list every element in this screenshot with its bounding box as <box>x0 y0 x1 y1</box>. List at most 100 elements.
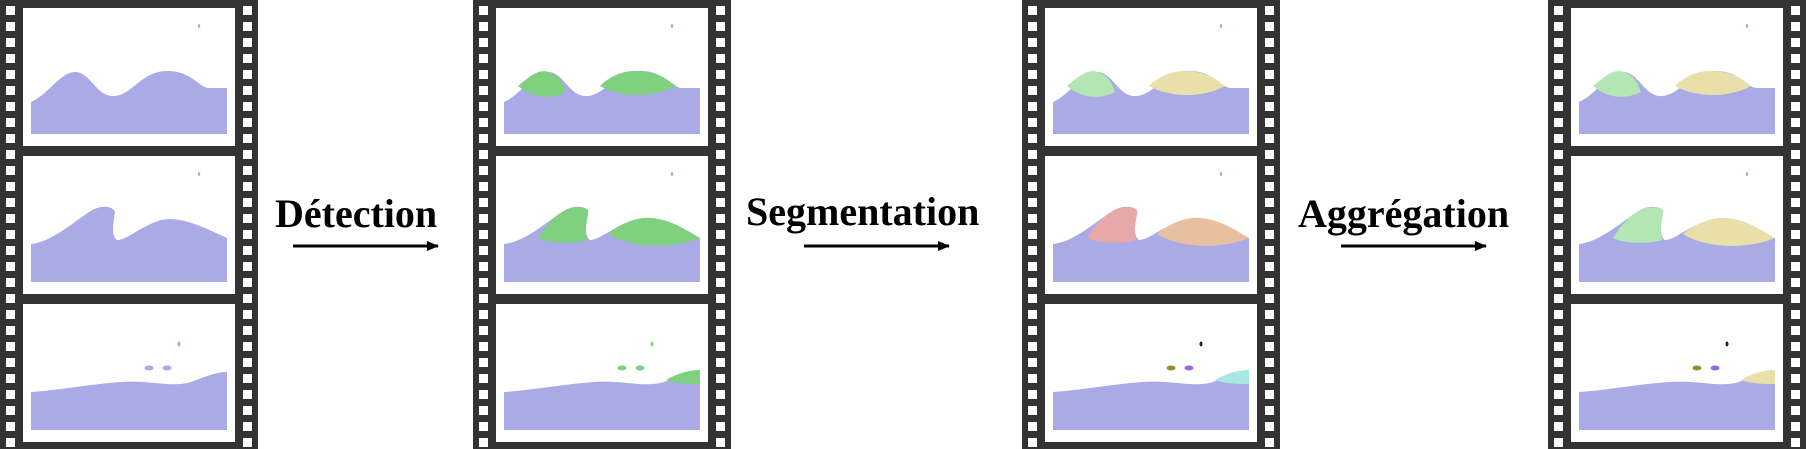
sprocket-hole <box>479 182 488 191</box>
sprocket-hole <box>243 54 252 63</box>
sprocket-hole <box>716 438 725 447</box>
segmentation-label: Segmentation <box>746 189 980 234</box>
sprocket-hole <box>716 70 725 79</box>
sprocket-hole <box>1554 214 1563 223</box>
sprocket-hole <box>6 374 15 383</box>
sprocket-hole <box>479 358 488 367</box>
sprocket-hole <box>716 230 725 239</box>
sprocket-hole <box>1028 326 1037 335</box>
sprocket-hole <box>1265 342 1274 351</box>
sprocket-hole <box>1791 214 1800 223</box>
sprocket-hole <box>1265 294 1274 303</box>
sprocket-hole <box>1028 86 1037 95</box>
sprocket-hole <box>479 278 488 287</box>
sprocket-hole <box>1028 54 1037 63</box>
sprocket-hole <box>1028 214 1037 223</box>
sprocket-hole <box>6 390 15 399</box>
water-surface <box>31 70 227 134</box>
sprocket-hole <box>1791 38 1800 47</box>
wave-region <box>1157 217 1249 246</box>
sprocket-hole <box>6 150 15 159</box>
sprocket-hole <box>1265 118 1274 127</box>
sprocket-hole <box>6 166 15 175</box>
sprocket-hole <box>1554 150 1563 159</box>
sprocket-hole <box>1265 86 1274 95</box>
sprocket-hole <box>243 278 252 287</box>
sprocket-hole <box>479 22 488 31</box>
sprocket-hole <box>6 358 15 367</box>
sprocket-hole <box>6 6 15 15</box>
sprocket-hole <box>479 374 488 383</box>
sprocket-hole <box>479 6 488 15</box>
sprocket-hole <box>6 310 15 319</box>
frame-content <box>1579 172 1775 282</box>
sprocket-hole <box>1554 246 1563 255</box>
sprocket-hole <box>1554 374 1563 383</box>
sprocket-hole <box>1265 262 1274 271</box>
sprocket-hole <box>479 262 488 271</box>
sprocket-hole <box>243 230 252 239</box>
sprocket-hole <box>1791 118 1800 127</box>
sprocket-hole <box>1554 6 1563 15</box>
spray-droplet <box>1166 365 1176 371</box>
frame-content <box>1053 24 1249 134</box>
sprocket-hole <box>1554 262 1563 271</box>
sprocket-hole <box>1028 134 1037 143</box>
sprocket-hole <box>1554 182 1563 191</box>
video-frame <box>1045 156 1257 294</box>
sprocket-hole <box>6 86 15 95</box>
sprocket-hole <box>1554 406 1563 415</box>
sprocket-hole <box>1791 422 1800 431</box>
sprocket-hole <box>243 182 252 191</box>
sprocket-hole <box>243 358 252 367</box>
sprocket-hole <box>243 198 252 207</box>
sprocket-hole <box>479 230 488 239</box>
wave-region <box>1593 71 1641 97</box>
sprocket-hole <box>716 182 725 191</box>
sprocket-hole <box>6 182 15 191</box>
sprocket-hole <box>1265 374 1274 383</box>
sprocket-hole <box>1554 342 1563 351</box>
sprocket-hole <box>479 38 488 47</box>
sprocket-hole <box>1265 326 1274 335</box>
spray-droplet <box>617 365 627 371</box>
sprocket-hole <box>243 150 252 159</box>
sprocket-hole <box>1028 262 1037 271</box>
sprocket-hole <box>243 70 252 79</box>
sprocket-hole <box>716 294 725 303</box>
video-frame <box>23 156 235 294</box>
sprocket-hole <box>243 166 252 175</box>
sprocket-hole <box>1028 358 1037 367</box>
sprocket-hole <box>716 54 725 63</box>
video-frame <box>23 8 235 146</box>
sprocket-hole <box>1028 246 1037 255</box>
water-surface <box>1053 372 1249 430</box>
wave-region <box>1741 370 1775 384</box>
sprocket-hole <box>1554 38 1563 47</box>
sprocket-hole <box>6 22 15 31</box>
sprocket-hole <box>1028 22 1037 31</box>
sprocket-hole <box>1554 294 1563 303</box>
video-frame <box>1571 156 1783 294</box>
sprocket-hole <box>1791 54 1800 63</box>
sprocket-hole <box>1791 406 1800 415</box>
sprocket-hole <box>1028 390 1037 399</box>
frame-content <box>1579 341 1775 430</box>
sprocket-hole <box>243 38 252 47</box>
sprocket-hole <box>1791 390 1800 399</box>
sprocket-hole <box>1028 294 1037 303</box>
sprocket-hole <box>1265 70 1274 79</box>
sprocket-hole <box>243 406 252 415</box>
sprocket-hole <box>479 214 488 223</box>
sprocket-hole <box>243 118 252 127</box>
sprocket-hole <box>1265 422 1274 431</box>
sprocket-hole <box>1028 166 1037 175</box>
spray-droplet <box>1692 365 1702 371</box>
sprocket-hole <box>1791 70 1800 79</box>
sprocket-hole <box>1265 150 1274 159</box>
sprocket-hole <box>1265 38 1274 47</box>
video-frame <box>1045 304 1257 442</box>
sprocket-hole <box>1791 342 1800 351</box>
sprocket-hole <box>479 342 488 351</box>
